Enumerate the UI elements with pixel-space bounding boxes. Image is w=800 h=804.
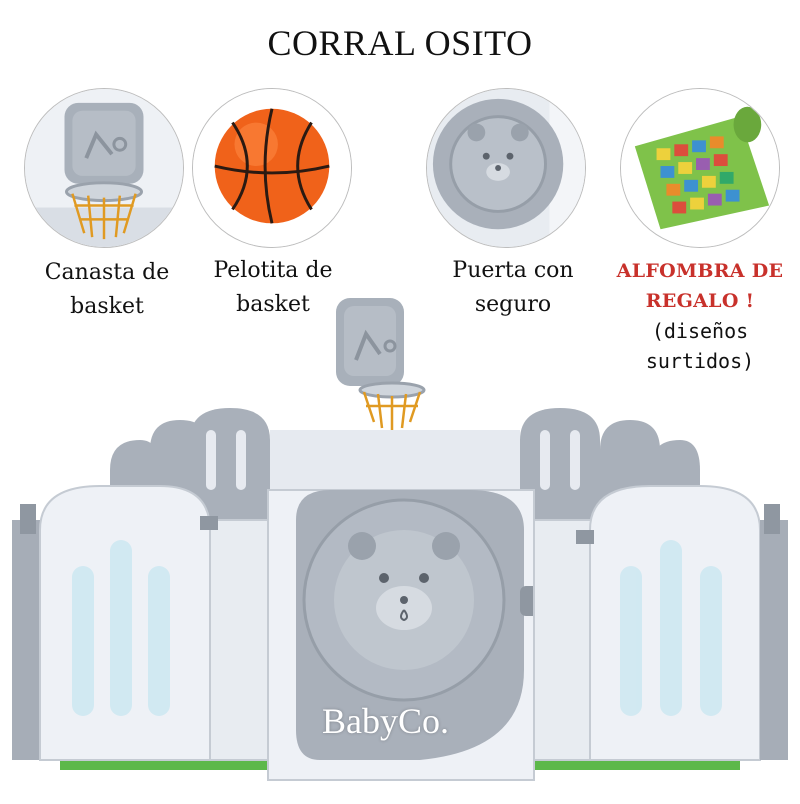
page-title: CORRAL OSITO — [267, 23, 533, 63]
feature-mat-image — [620, 88, 780, 248]
feature-ball-image — [192, 88, 352, 248]
gift-mat-promo: ALFOMBRA DE REGALO ! — [616, 260, 784, 312]
feature-caption-ball: Pelotita de basket — [213, 258, 333, 317]
feature-door-image — [426, 88, 586, 248]
basketball-hoop-icon — [25, 89, 183, 247]
playpen-icon — [12, 298, 788, 781]
feature-hoop-image — [24, 88, 184, 248]
bear-door-icon — [427, 89, 585, 247]
feature-caption-hoop: Canasta de basket — [44, 260, 170, 319]
brand-logo-text: BabyCo. — [322, 701, 450, 741]
feature-caption-door: Puerta con seguro — [452, 258, 574, 317]
playpen-product-image — [0, 290, 800, 800]
play-mat-icon — [621, 89, 779, 247]
basketball-icon — [193, 89, 351, 247]
gift-mat-note: (diseños surtidos) — [645, 319, 755, 373]
